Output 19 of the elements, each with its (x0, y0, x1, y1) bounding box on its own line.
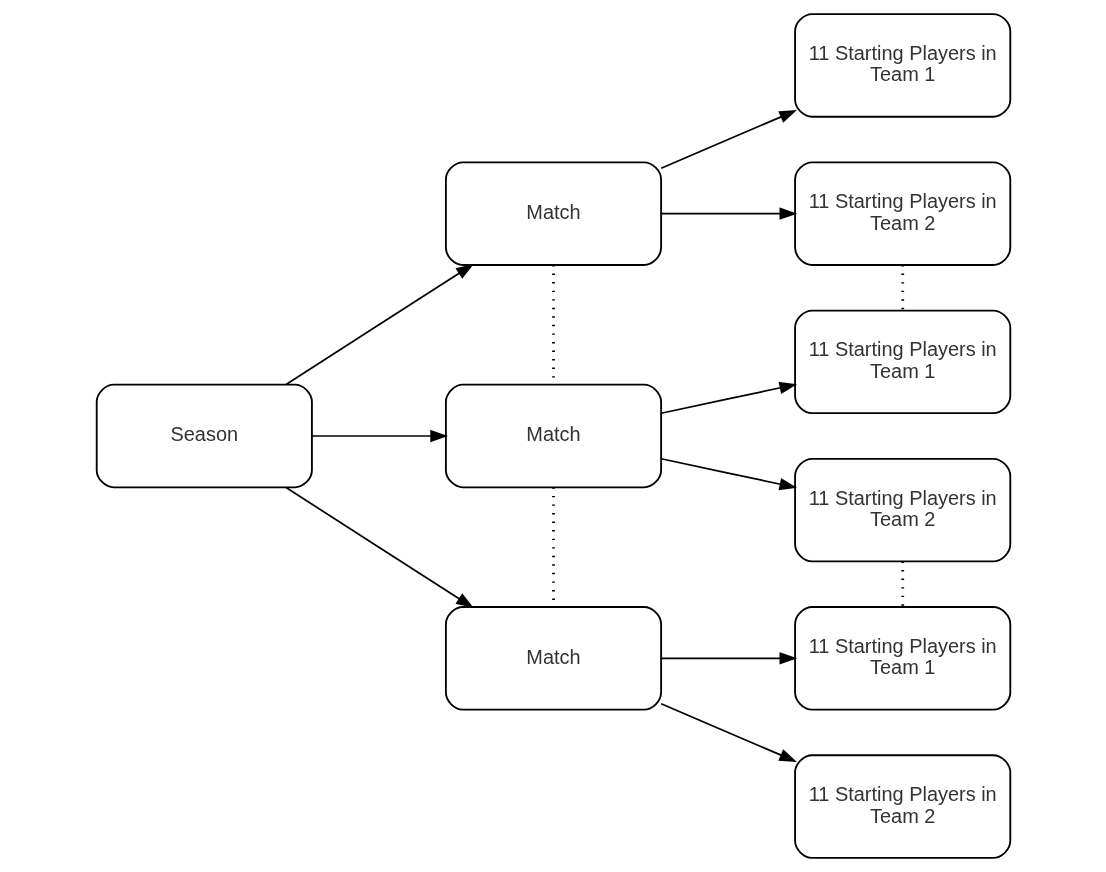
node-box: 11 Starting Players in Team 1 (793, 606, 1011, 711)
arrow (659, 457, 797, 491)
arrow (659, 110, 797, 170)
arrow (284, 486, 474, 609)
arrow (659, 652, 797, 665)
node-box: Match (444, 161, 662, 266)
arrow (659, 702, 797, 762)
node-box: 11 Starting Players in Team 2 (793, 161, 1011, 266)
node-box: Season (95, 383, 313, 489)
arrow (659, 207, 797, 220)
arrow (659, 381, 797, 415)
node-box: Match (444, 606, 662, 711)
node-box: 11 Starting Players in Team 1 (793, 309, 1011, 415)
node-box: 11 Starting Players in Team 2 (793, 754, 1011, 859)
node-box: 11 Starting Players in Team 1 (793, 13, 1011, 118)
arrow (310, 429, 448, 443)
node-box: Match (444, 383, 662, 489)
arrow (284, 263, 474, 386)
node-box: 11 Starting Players in Team 2 (793, 457, 1011, 563)
